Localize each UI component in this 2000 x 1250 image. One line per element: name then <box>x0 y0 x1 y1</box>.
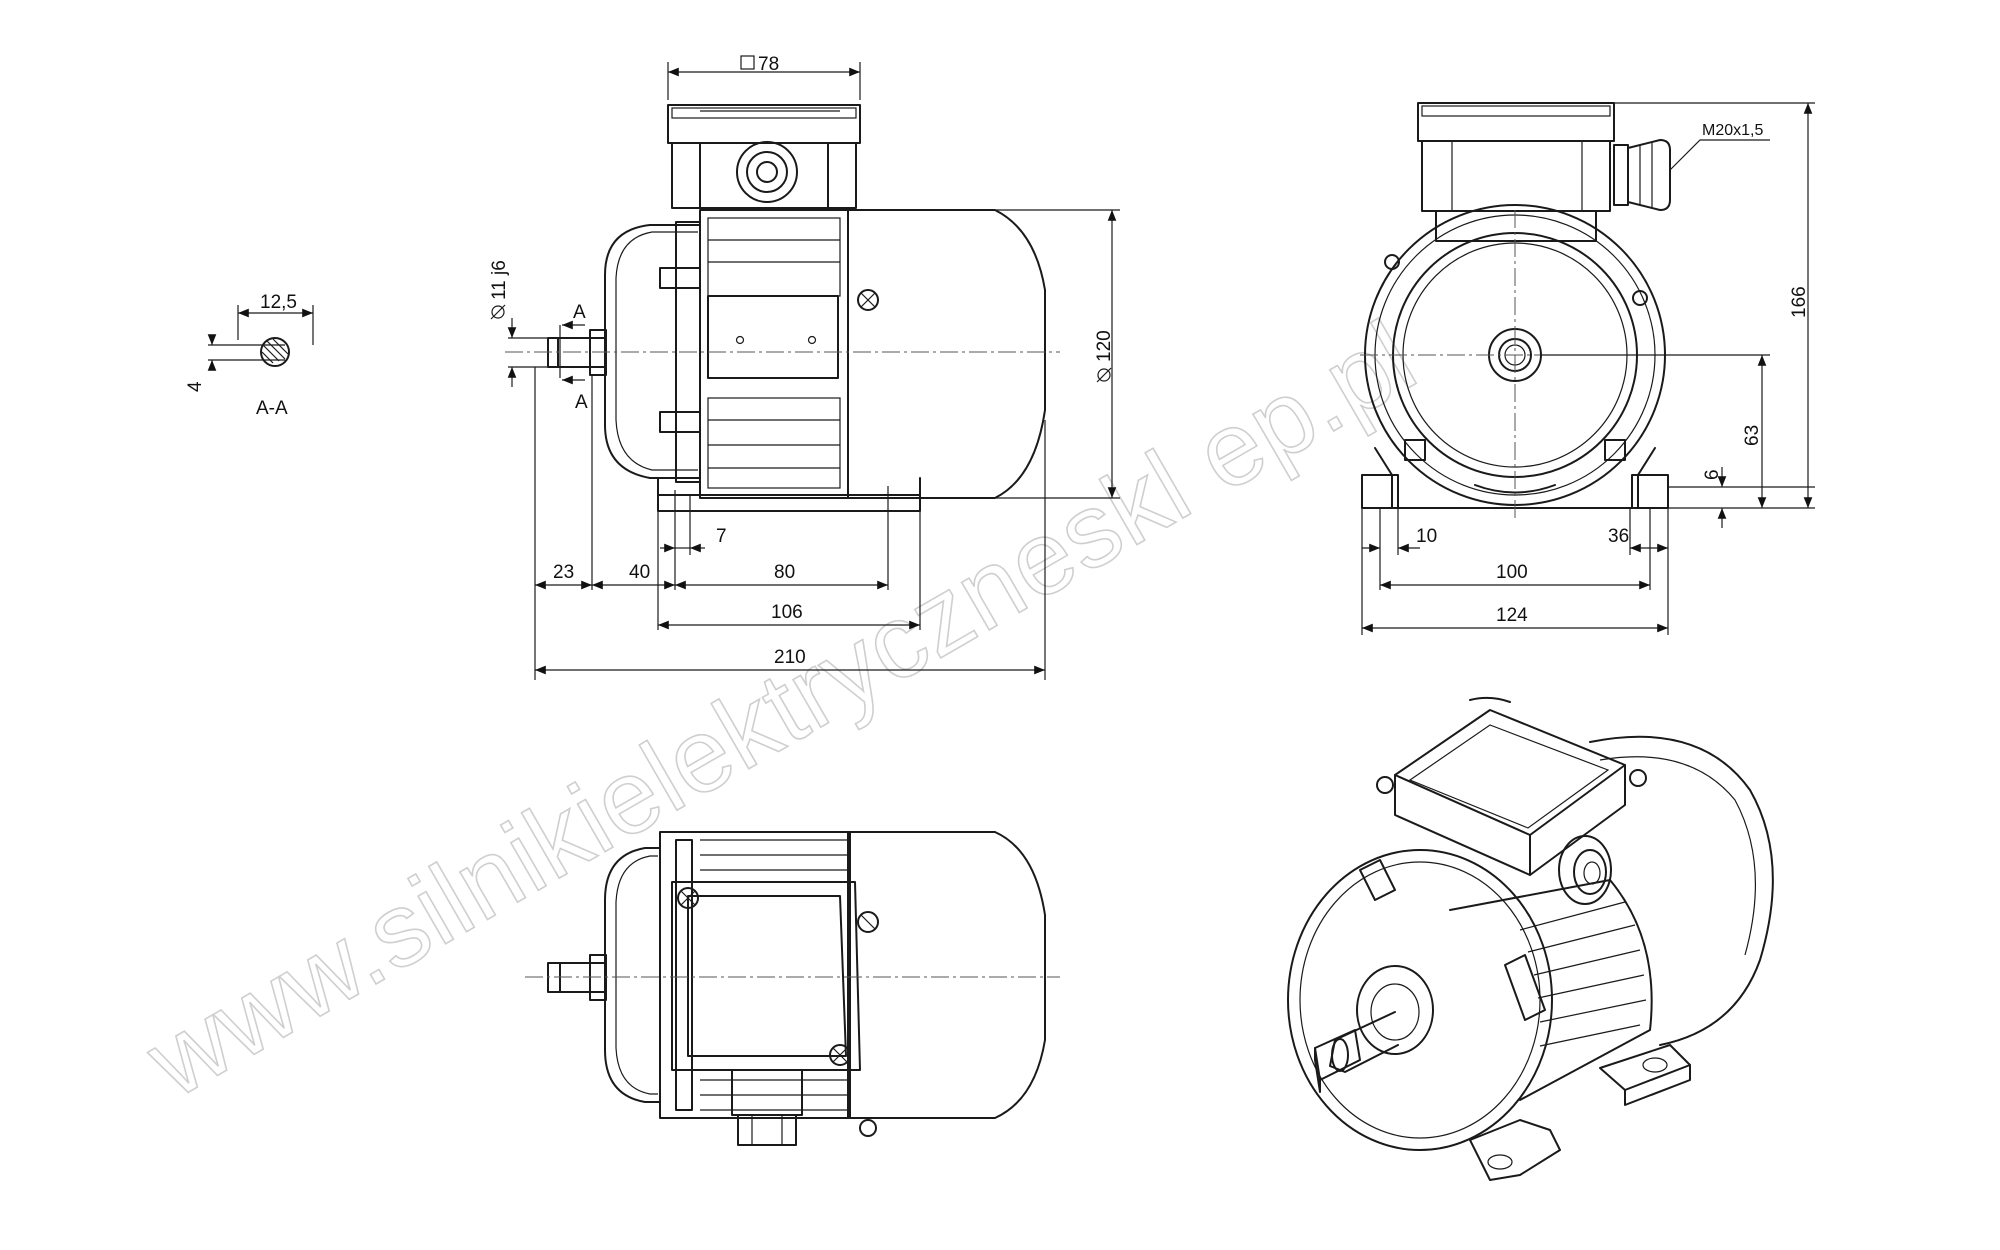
section-aa: 12,5 4 A-A <box>185 292 314 419</box>
dim-40-label: 40 <box>629 562 650 583</box>
section-mark-top: A <box>573 302 586 323</box>
watermark: www.silnikielektryczneskl ep.pl <box>128 299 1435 1121</box>
front-view: M20x1,5 166 63 6 <box>1360 102 1815 635</box>
dim-210-label: 210 <box>774 647 806 668</box>
section-title: A-A <box>256 398 288 419</box>
body-diameter-label: 120 <box>1094 330 1115 362</box>
foot-height-label: 6 <box>1702 469 1723 480</box>
side-view: 78 11 j6 A A 120 7 23 <box>489 54 1120 680</box>
dim-106-label: 106 <box>771 602 803 623</box>
base-label: 124 <box>1496 605 1528 626</box>
section-width-label: 12,5 <box>260 292 297 313</box>
isometric-view <box>1287 696 1774 1181</box>
top-view <box>525 831 1060 1146</box>
box-width-label: 78 <box>758 54 779 75</box>
edge-label: 36 <box>1608 526 1629 547</box>
section-mark-bottom: A <box>575 392 588 413</box>
height-axis-label: 63 <box>1742 425 1763 446</box>
thread-label: M20x1,5 <box>1702 122 1763 139</box>
slot-label: 10 <box>1416 526 1437 547</box>
holes-label: 100 <box>1496 562 1528 583</box>
shaft-diameter-label: 11 j6 <box>489 260 510 300</box>
dim-80-label: 80 <box>774 562 795 583</box>
section-height-label: 4 <box>185 381 206 392</box>
height-total-label: 166 <box>1789 286 1810 318</box>
dim-23-label: 23 <box>553 562 574 583</box>
dim-7-label: 7 <box>716 526 727 547</box>
